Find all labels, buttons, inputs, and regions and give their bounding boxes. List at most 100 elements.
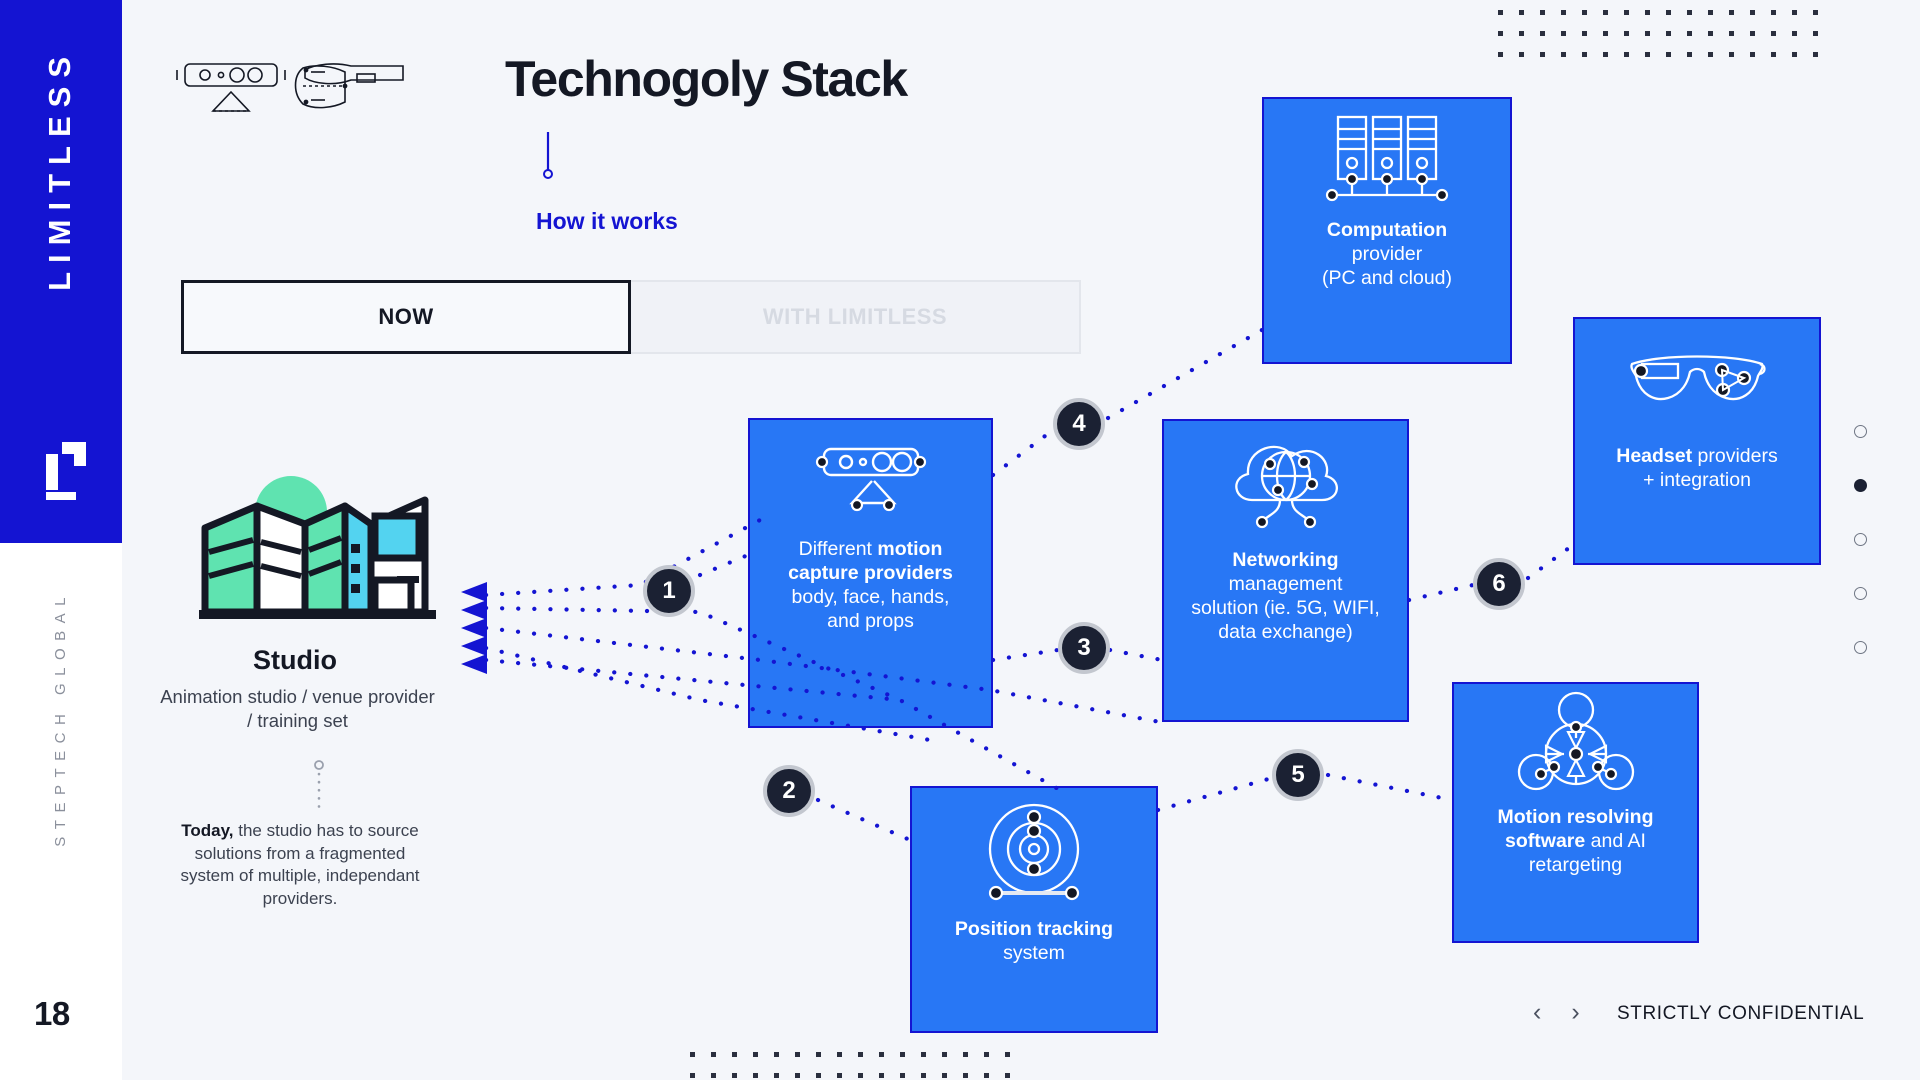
decor-dot [1729,10,1734,15]
tab-with-limitless[interactable]: WITH LIMITLESS [631,280,1081,354]
chevron-right-icon[interactable]: › [1571,998,1580,1026]
decor-dot [1729,31,1734,36]
nav-dot-2[interactable] [1854,479,1867,492]
studio-dotted-connector [312,760,326,812]
step-badge-5: 5 [1272,749,1324,801]
decor-dot [1498,10,1503,15]
decor-dot [1687,10,1692,15]
card-computation-provider[interactable]: Computation provider (PC and cloud) [1262,97,1512,364]
brand-subname: STEPTECH GLOBAL [52,590,69,847]
decor-dot [837,1073,842,1078]
step-badge-1: 1 [643,565,695,617]
decor-dot [816,1073,821,1078]
page-number: 18 [34,995,70,1032]
header-device-icons [175,58,425,118]
decor-dot [1498,31,1503,36]
network-line4: data exchange) [1218,620,1353,643]
decor-dot [1792,31,1797,36]
position-line2: system [1003,941,1065,964]
network-line2: management [1228,572,1343,595]
decor-dot [795,1052,800,1057]
studio-note-rest: the studio has to source solutions from … [180,821,420,908]
decor-dot [1666,52,1671,57]
page-title: Technogoly Stack [505,51,908,107]
headset-line2: + integration [1643,468,1751,491]
network-line1-bold: Networking [1232,549,1339,571]
decor-dot [984,1052,989,1057]
mocap-line1-plain: Different [798,538,878,560]
decor-dot [1792,52,1797,57]
card-motion-resolving-software[interactable]: Motion resolving software and AI retarge… [1452,682,1699,943]
kicker-how-it-works: How it works [536,208,678,234]
nav-dot-3[interactable] [1854,533,1867,546]
decor-dot-row [690,1052,1026,1073]
card-headset-text: Headset providers + integration [1606,445,1788,493]
decor-dot [942,1073,947,1078]
decor-dot [753,1052,758,1057]
motion-line2-bold: software [1505,829,1586,852]
server-racks-icon [1325,99,1449,219]
decor-dot [1645,31,1650,36]
nav-dot-5[interactable] [1854,641,1867,654]
mocap-line2-bold: capture providers [788,561,953,584]
decor-dot [1582,52,1587,57]
motion-line2-plain: and AI [1585,829,1646,852]
decor-dot [1750,31,1755,36]
motion-line3: retargeting [1528,853,1623,876]
brand-rail [0,0,122,543]
nav-dot-1[interactable] [1854,425,1867,438]
decor-dot [858,1052,863,1057]
decor-dot [1771,10,1776,15]
decor-dot [921,1073,926,1078]
studio-note: Today, the studio has to source solution… [175,820,425,910]
decor-dot [1519,10,1524,15]
card-networking-text: Networking management solution (ie. 5G, … [1181,549,1390,645]
chevron-left-icon[interactable]: ‹ [1533,998,1542,1026]
decor-dot [1729,52,1734,57]
motion-line1-bold: Motion resolving [1497,806,1654,828]
slide-nav-dots [1854,425,1867,695]
decor-dot [1624,52,1629,57]
mocap-line1-bold: motion [877,538,943,560]
card-headset-providers[interactable]: Headset providers + integration [1573,317,1821,565]
nav-dot-4[interactable] [1854,587,1867,600]
card-motion-capture-providers[interactable]: Different motion capture providers body,… [748,418,993,728]
decor-dot [732,1073,737,1078]
decor-dot [1708,52,1713,57]
decor-dot [1813,31,1818,36]
decor-dot [1771,31,1776,36]
decor-dot [1708,31,1713,36]
decor-dot [774,1073,779,1078]
decor-dot [1666,10,1671,15]
decor-dot [1813,52,1818,57]
decor-dot [1687,31,1692,36]
card-position-tracking[interactable]: Position tracking system [910,786,1158,1033]
position-radar-icon [974,788,1094,918]
decor-dot [1519,52,1524,57]
compute-line1-bold: Computation [1326,219,1448,241]
ar-glasses-icon [1622,319,1772,445]
decor-dot [963,1052,968,1057]
decor-dot [1540,31,1545,36]
vr-headset-side-icon [294,63,404,109]
decor-dot [1645,10,1650,15]
tab-now[interactable]: NOW [181,280,631,354]
decor-dot [690,1052,695,1057]
studio-inbound-arrowheads [455,580,495,680]
decor-dot [1005,1052,1010,1057]
step-badge-4: 4 [1053,398,1105,450]
decor-dot [984,1073,989,1078]
footer-nav: ‹ › [1533,1000,1580,1025]
decor-dot-grid-bottom [690,1052,1026,1080]
confidential-label: STRICTLY CONFIDENTIAL [1617,1003,1865,1024]
decor-dot [711,1073,716,1078]
decor-dot [1603,10,1608,15]
studio-buildings-icon [195,476,440,620]
decor-dot [711,1052,716,1057]
decor-dot [942,1052,947,1057]
card-networking-management[interactable]: Networking management solution (ie. 5G, … [1162,419,1409,722]
decor-dot [921,1052,926,1057]
brand-rail-lower [0,543,122,1080]
decor-dot [879,1073,884,1078]
decor-dot [1498,52,1503,57]
